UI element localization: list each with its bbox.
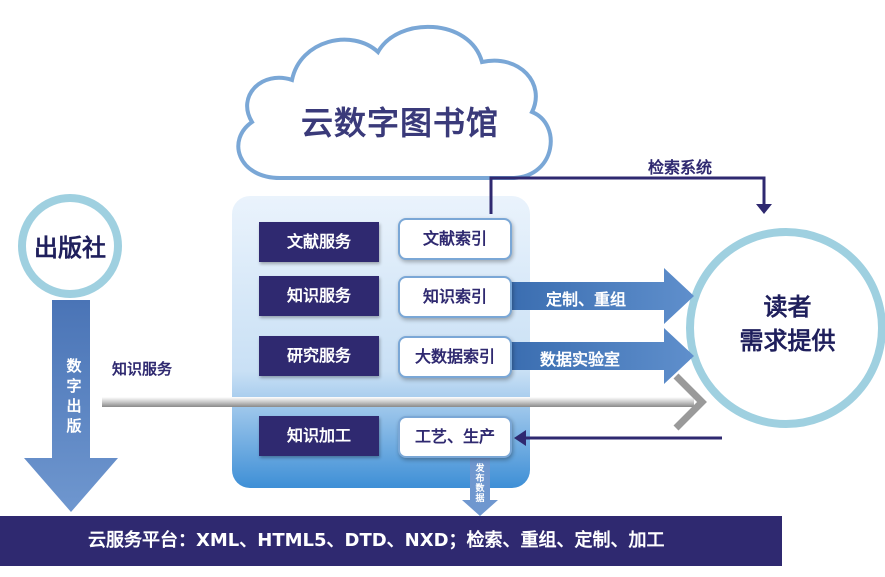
custom-recombine-arrow <box>508 268 694 324</box>
index-bigdata: 大数据索引 <box>398 336 512 378</box>
custom-recombine-label: 定制、重组 <box>546 290 627 309</box>
publisher-circle <box>18 194 122 298</box>
data-lab-arrow <box>508 328 694 384</box>
service-processing: 知识加工 <box>259 416 379 456</box>
cloud-shape <box>236 24 553 180</box>
reader-circle <box>686 228 885 428</box>
cloud-title: 云数字图书馆 <box>300 104 499 142</box>
reader-label-line1: 读者 <box>763 293 812 321</box>
publish-data-arrow <box>462 458 498 516</box>
reader-label: 读者 需求提供 <box>720 290 855 358</box>
reader-label-line2: 需求提供 <box>739 327 836 355</box>
cloud-platform-bar: 云服务平台：XML、HTML5、DTD、NXD；检索、重组、定制、加工 <box>0 516 782 566</box>
service-research: 研究服务 <box>259 336 379 376</box>
service-literature: 文献服务 <box>259 222 379 262</box>
publisher-label: 出版社 <box>34 234 106 262</box>
digital-publishing-arrow <box>24 300 118 512</box>
knowledge-service-label: 知识服务 <box>112 360 173 378</box>
retrieval-connector <box>489 176 766 214</box>
service-panel <box>232 196 530 488</box>
knowledge-service-line <box>102 397 694 407</box>
index-knowledge: 知识索引 <box>398 276 512 318</box>
publish-data-label: 发布数据 <box>475 464 485 504</box>
feedback-arrowhead <box>514 430 526 446</box>
index-literature: 文献索引 <box>398 218 512 260</box>
digital-publishing-label: 数字出版 <box>66 357 82 435</box>
service-knowledge: 知识服务 <box>259 276 379 316</box>
retrieval-arrowhead <box>756 204 772 214</box>
data-lab-label: 数据实验室 <box>540 350 621 369</box>
index-process-production: 工艺、生产 <box>398 416 512 458</box>
retrieval-system-label: 检索系统 <box>648 158 713 177</box>
knowledge-service-arrowhead <box>673 373 707 431</box>
